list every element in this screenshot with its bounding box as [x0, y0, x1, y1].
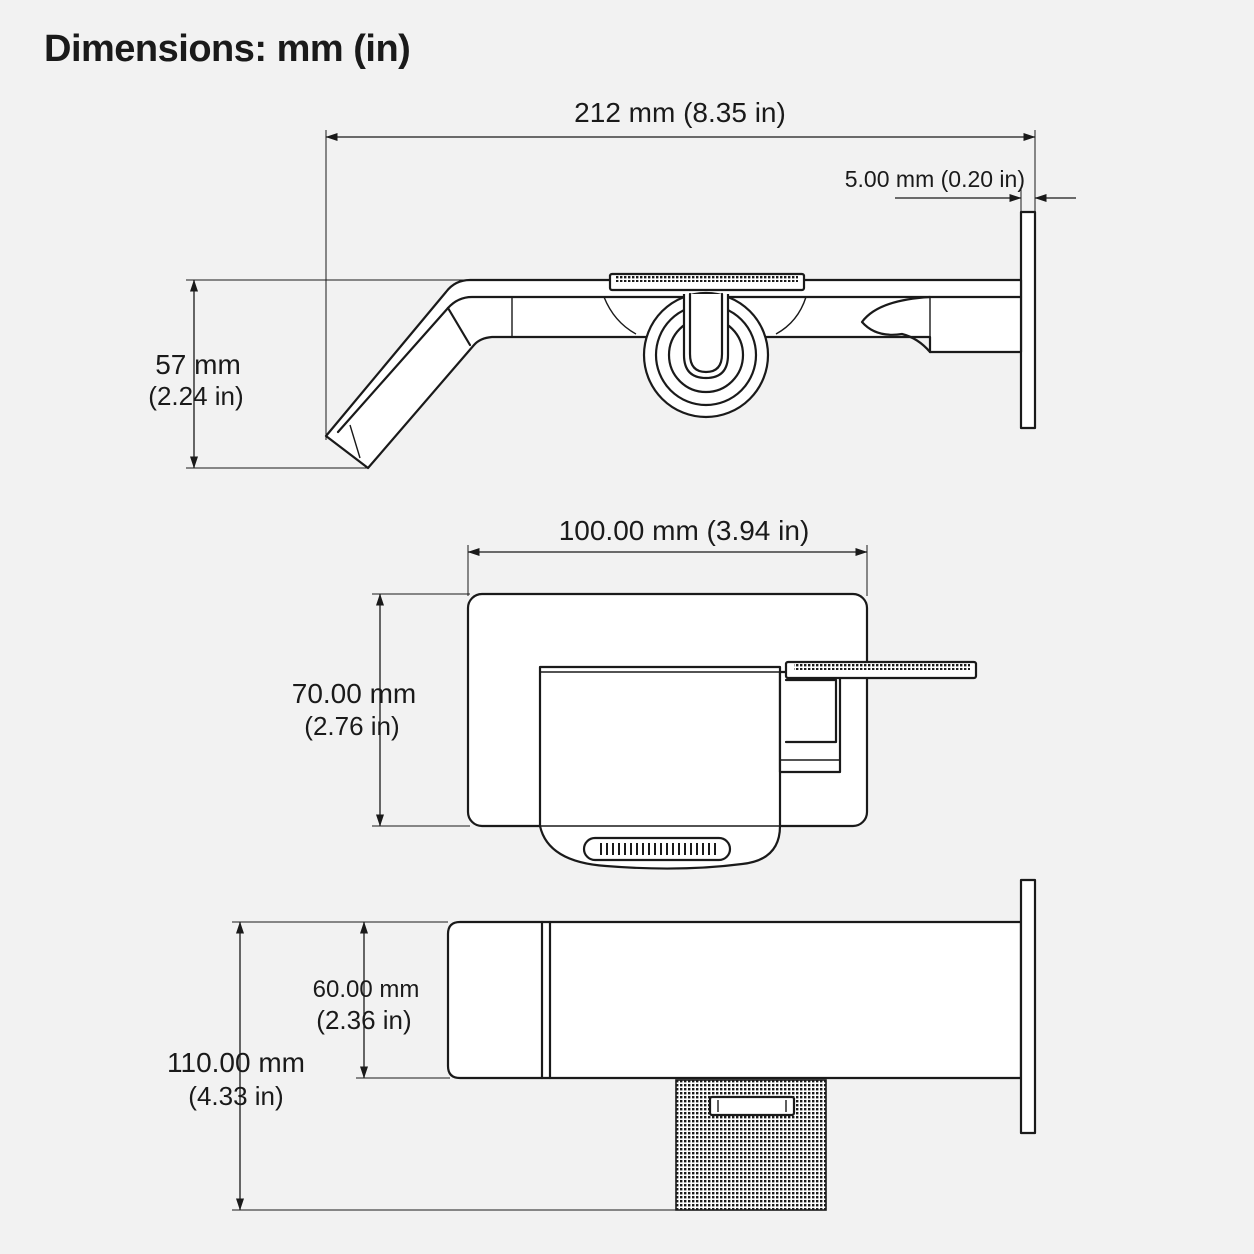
top-view: 60.00 mm (2.36 in) 110.00 mm (4.33 in) — [167, 878, 1037, 1211]
overall-length-label: 212 mm (8.35 in) — [574, 97, 786, 128]
plate-width-label: 100.00 mm (3.94 in) — [559, 515, 810, 546]
front-view: 100.00 mm (3.94 in) 70.00 mm (2.76 in) — [292, 515, 978, 870]
clip-u-slot — [682, 294, 730, 380]
grip-pad-slot — [708, 1095, 796, 1117]
plate-height-label-in: (2.76 in) — [304, 711, 399, 741]
holder-arm-top — [446, 920, 1023, 1080]
arm-depth-label-in: (2.36 in) — [316, 1005, 411, 1035]
wall-plate-top — [1019, 878, 1037, 1135]
arm-depth-label-mm: 60.00 mm — [313, 976, 420, 1003]
overall-depth-label-mm: 110.00 mm — [167, 1047, 305, 1078]
holder-arm-side — [324, 278, 1023, 470]
wall-plate-side — [1019, 210, 1037, 430]
holder-body-front — [538, 665, 782, 870]
clip-bracket-front — [778, 670, 842, 774]
side-view: 212 mm (8.35 in) 5.00 mm (0.20 in) 57 mm… — [148, 97, 1076, 470]
height-label-mm: 57 mm — [155, 349, 241, 380]
grip-pad-top — [675, 1079, 827, 1211]
page-title: Dimensions: mm (in) — [44, 28, 411, 70]
overall-depth-label-in: (4.33 in) — [188, 1081, 283, 1111]
plate-thickness-label: 5.00 mm (0.20 in) — [845, 166, 1025, 192]
plate-height-label-mm: 70.00 mm — [292, 678, 417, 709]
height-label-in: (2.24 in) — [148, 381, 243, 411]
